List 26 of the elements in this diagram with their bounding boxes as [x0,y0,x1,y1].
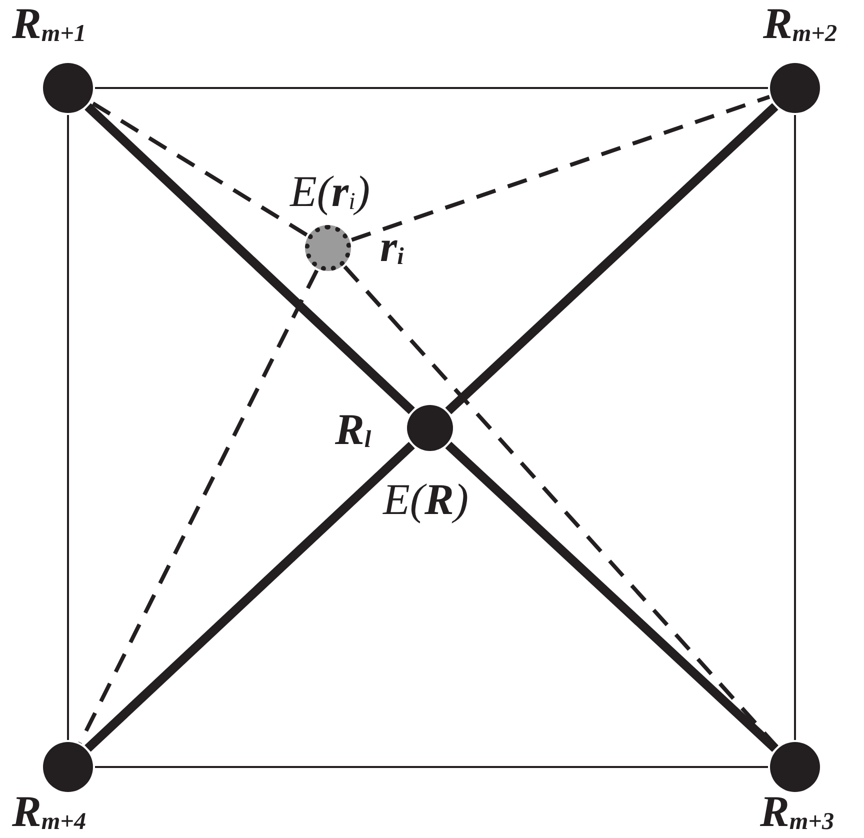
connector-line [95,766,768,768]
circle-node [770,742,820,792]
thick-line [445,103,778,414]
circle-node [43,63,93,113]
node-label: R$_{m+3}$ [760,790,834,834]
dashed-line [343,265,778,748]
connector-line [794,115,796,740]
dashed-line [90,100,308,237]
node-label: E(r$_{i}$) [290,170,370,214]
node-label: r$_{i}$ [380,225,404,269]
node-label: E(R) [383,478,469,522]
dotted-circle-node [305,225,351,271]
node-label: R$_{m+4}$ [12,790,86,834]
thick-line [445,442,778,752]
node-label: R$_{m+2}$ [763,2,838,46]
dashed-line [78,270,319,744]
connector-line [67,115,69,740]
thick-line [84,103,415,414]
circle-node [770,63,820,113]
thick-line [84,442,415,752]
circle-node [407,405,453,451]
circle-node [43,742,93,792]
dashed-line [351,94,770,242]
node-label: R$_{l}$ [335,408,372,452]
connector-line [95,87,768,89]
node-label: R$_{m+1}$ [12,2,86,46]
